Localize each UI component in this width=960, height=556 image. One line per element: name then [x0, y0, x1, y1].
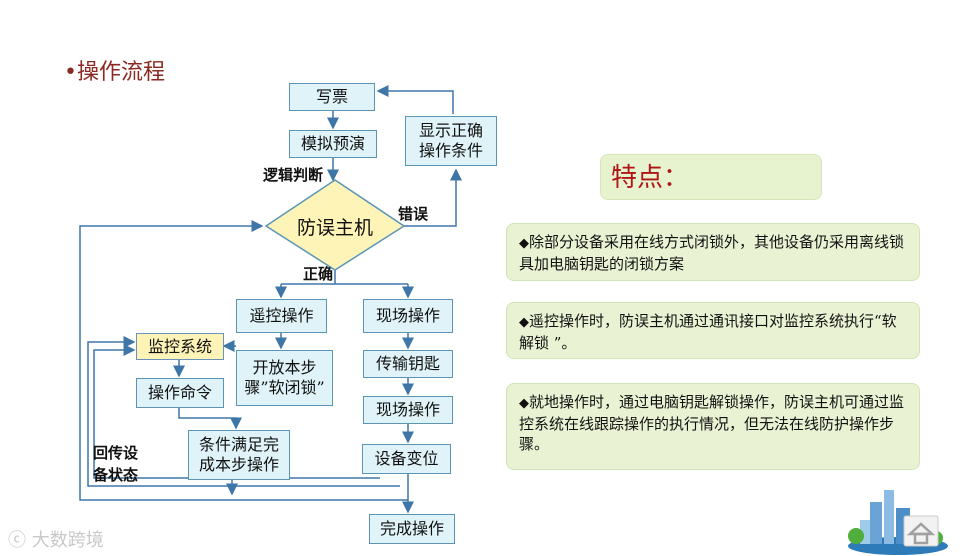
feature-text-1: 除部分设备采用在线方式闭锁外，其他设备仍采用离线锁具加电脑钥匙的闭锁方案: [519, 233, 904, 273]
feature-text-3: 就地操作时，通过电脑钥匙解锁操作，防误主机可通过监控系统在线跟踪操作的执行情况，…: [519, 393, 904, 453]
bullet-icon: ◆: [519, 315, 529, 330]
correct-label: 正确: [303, 263, 333, 285]
simulate-box: 模拟预演: [289, 130, 377, 158]
field-op-box: 现场操作: [363, 299, 453, 333]
main-unit-label: 防误主机: [297, 213, 373, 240]
features-title: 特点：: [600, 154, 822, 200]
logic-judge-label: 逻辑判断: [263, 164, 323, 186]
field-op-2-box: 现场操作: [363, 396, 453, 424]
feature-item-1: ◆除部分设备采用在线方式闭锁外，其他设备仍采用离线锁具加电脑钥匙的闭锁方案: [506, 223, 920, 281]
transfer-key-box: 传输钥匙: [363, 350, 453, 378]
device-shift-box: 设备变位: [362, 444, 451, 474]
complete-op-box: 完成操作: [369, 514, 455, 544]
arrow-show-to-write: [378, 91, 453, 114]
feature-text-2: 遥控操作时，防误主机通过通讯接口对监控系统执行“软解锁 ”。: [519, 312, 897, 352]
feature-item-3: ◆就地操作时，通过电脑钥匙解锁操作，防误主机可通过监控系统在线跟踪操作的执行情况…: [506, 383, 920, 470]
write-ticket-box: 写票: [289, 83, 375, 111]
remote-op-box: 遥控操作: [236, 299, 327, 333]
operate-command-box: 操作命令: [136, 378, 224, 408]
error-label: 错误: [398, 203, 428, 225]
feature-item-2: ◆遥控操作时，防误主机通过通讯接口对监控系统执行“软解锁 ”。: [506, 302, 920, 359]
watermark: ⓒ 大数跨境: [8, 526, 104, 552]
bullet-icon: ◆: [519, 396, 529, 411]
arrow-command-to-condition: [179, 408, 236, 428]
show-correct-box: 显示正确 操作条件: [405, 116, 497, 166]
return-status-label: 回传设 备状态: [93, 442, 138, 486]
bullet-icon: ◆: [519, 236, 529, 251]
city-house-icon: [840, 480, 950, 556]
watermark-logo-icon: ⓒ: [8, 530, 26, 551]
condition-met-box: 条件满足完 成本步操作: [188, 430, 290, 480]
watermark-text: 大数跨境: [32, 530, 104, 551]
monitor-system-box: 监控系统: [136, 333, 224, 360]
open-step-box: 开放本步 骤”软闭锁”: [236, 350, 333, 406]
